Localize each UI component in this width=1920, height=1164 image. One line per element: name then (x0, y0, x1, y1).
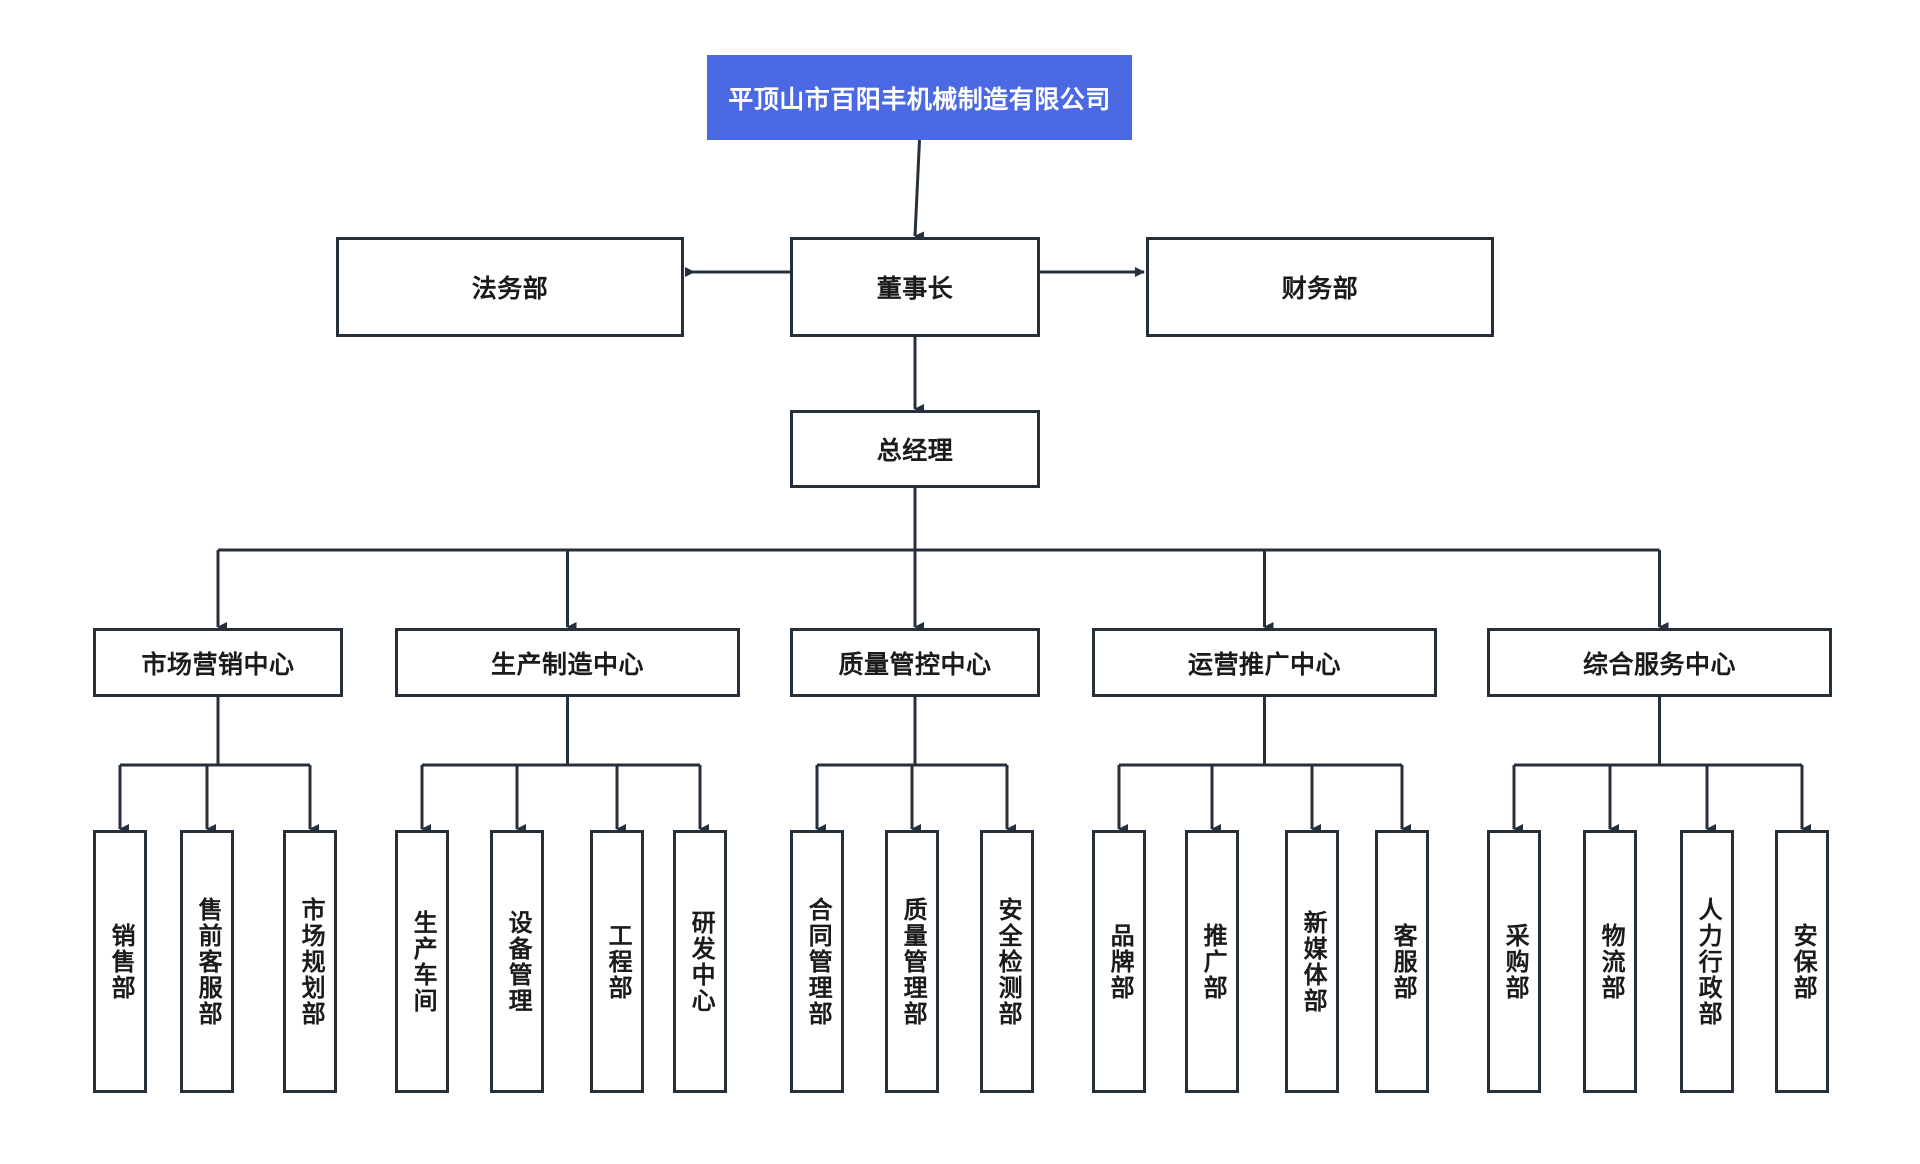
org-node-label: 售前客服部 (194, 896, 222, 1027)
org-node-label: 平顶山市百阳丰机械制造有限公司 (728, 85, 1111, 114)
org-node-department[interactable]: 设备管理 (490, 830, 544, 1093)
org-node-label: 销售部 (107, 922, 135, 1001)
org-node-center-1[interactable]: 市场营销中心 (93, 628, 343, 697)
org-node-label: 安保部 (1789, 922, 1817, 1001)
org-node-department[interactable]: 质量管理部 (885, 830, 939, 1093)
org-node-department[interactable]: 生产车间 (395, 830, 449, 1093)
org-node-label: 工程部 (604, 922, 632, 1001)
org-node-department[interactable]: 工程部 (590, 830, 644, 1093)
org-node-department[interactable]: 推广部 (1185, 830, 1239, 1093)
org-node-department[interactable]: 研发中心 (673, 830, 727, 1093)
org-node-general-manager[interactable]: 总经理 (790, 410, 1040, 488)
org-node-label: 安全检测部 (994, 896, 1022, 1027)
org-node-label: 合同管理部 (804, 896, 832, 1027)
org-node-company-root[interactable]: 平顶山市百阳丰机械制造有限公司 (707, 55, 1132, 140)
org-node-department[interactable]: 市场规划部 (283, 830, 337, 1093)
org-node-center-4[interactable]: 运营推广中心 (1092, 628, 1437, 697)
org-node-label: 物流部 (1597, 922, 1625, 1001)
org-node-label: 生产车间 (409, 909, 437, 1014)
org-node-label: 品牌部 (1106, 922, 1134, 1001)
org-node-label: 推广部 (1199, 922, 1227, 1001)
org-node-label: 质量管控中心 (838, 650, 992, 679)
org-node-label: 综合服务中心 (1582, 650, 1736, 679)
org-node-label: 市场营销中心 (141, 650, 295, 679)
org-node-center-5[interactable]: 综合服务中心 (1487, 628, 1832, 697)
org-node-legal-department[interactable]: 法务部 (336, 237, 684, 337)
org-node-label: 财务部 (1281, 275, 1359, 303)
org-node-label: 新媒体部 (1299, 909, 1327, 1014)
org-node-department[interactable]: 客服部 (1375, 830, 1429, 1093)
org-node-department[interactable]: 合同管理部 (790, 830, 844, 1093)
org-node-department[interactable]: 物流部 (1583, 830, 1637, 1093)
org-node-label: 法务部 (471, 275, 549, 303)
org-node-department[interactable]: 安全检测部 (980, 830, 1034, 1093)
connector-root-to-chairman (913, 139, 925, 242)
org-node-label: 董事长 (876, 275, 954, 303)
org-node-label: 采购部 (1501, 922, 1529, 1001)
org-node-label: 运营推广中心 (1187, 650, 1341, 679)
org-node-label: 质量管理部 (899, 896, 927, 1027)
org-node-label: 总经理 (876, 437, 954, 465)
org-node-center-2[interactable]: 生产制造中心 (395, 628, 740, 697)
org-node-label: 设备管理 (504, 909, 532, 1014)
org-node-department[interactable]: 采购部 (1487, 830, 1541, 1093)
org-node-department[interactable]: 安保部 (1775, 830, 1829, 1093)
org-node-finance-department[interactable]: 财务部 (1146, 237, 1494, 337)
org-node-label: 市场规划部 (297, 896, 325, 1027)
org-node-department[interactable]: 品牌部 (1092, 830, 1146, 1093)
org-node-chairman[interactable]: 董事长 (790, 237, 1040, 337)
org-node-department[interactable]: 人力行政部 (1680, 830, 1734, 1093)
org-node-label: 客服部 (1389, 922, 1417, 1001)
org-node-label: 研发中心 (687, 909, 715, 1014)
org-node-center-3[interactable]: 质量管控中心 (790, 628, 1040, 697)
org-node-label: 人力行政部 (1694, 896, 1722, 1027)
org-node-label: 生产制造中心 (490, 650, 644, 679)
org-node-department[interactable]: 销售部 (93, 830, 147, 1093)
org-node-department[interactable]: 新媒体部 (1285, 830, 1339, 1093)
org-node-department[interactable]: 售前客服部 (180, 830, 234, 1093)
